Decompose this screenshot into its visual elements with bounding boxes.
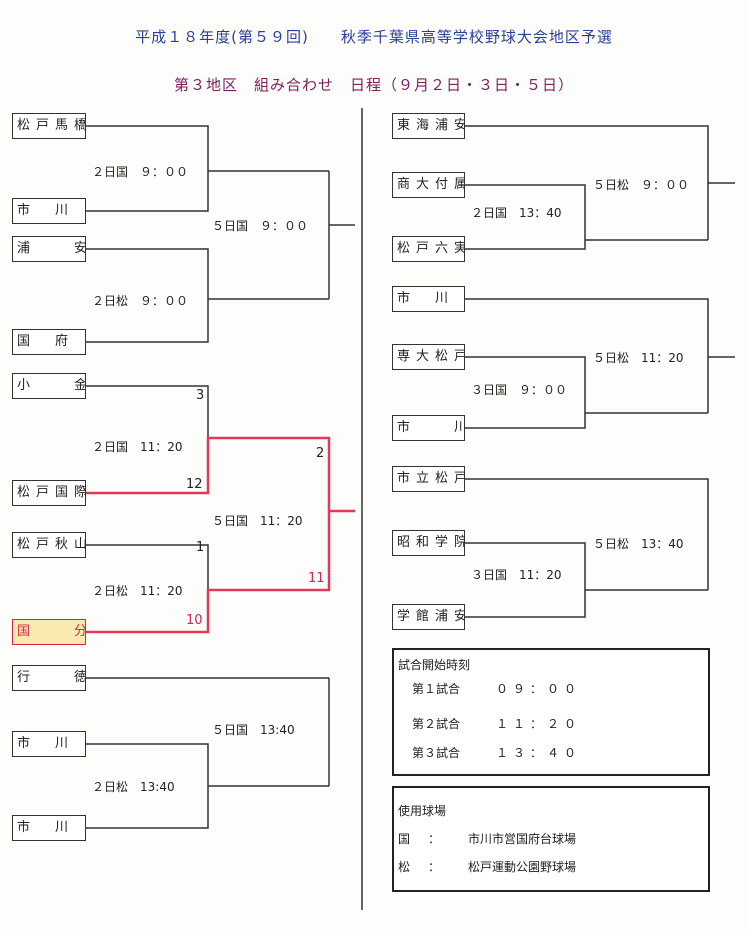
match-label: ３日国 ９：００ xyxy=(471,383,568,397)
team-ichikawa-nishi: 市 川 西 xyxy=(12,815,86,841)
team-ichikawa-higashi: 市 川 東 xyxy=(392,286,465,312)
schedule-row-label: 第１試合 xyxy=(412,682,461,696)
team-matsudo-kokusai: 松戸国際 xyxy=(12,480,86,506)
team-sendai-matsudo: 専大松戸 xyxy=(392,344,465,370)
venue-name: 松戸運動公園野球場 xyxy=(468,860,577,874)
match-label: ５日国 ９：００ xyxy=(212,219,309,233)
team-konodai: 国 府 台 xyxy=(12,329,86,355)
right-bracket-lines xyxy=(465,125,735,618)
venue-separator: ： xyxy=(428,860,441,874)
schedule-title: 試合開始時刻 xyxy=(398,658,471,672)
team-ichikawa: 市 川 xyxy=(392,415,465,441)
match-label: ５日松 13：40 xyxy=(593,537,684,551)
document-title: 平成１８年度(第５９回) 秋季千葉県高等学校野球大会地区予選 xyxy=(135,28,613,46)
schedule-row-label: 第３試合 xyxy=(412,746,461,760)
team-tokai-urayasu: 東海浦安 xyxy=(392,113,465,139)
team-gakkan-urayasu: 学館浦安 xyxy=(392,604,465,630)
schedule-box: 試合開始時刻 第１試合 ０９：００ 第２試合 １１：２０ 第３試合 １３：４０ xyxy=(392,648,710,776)
match-label: ２日国 11：20 xyxy=(92,440,183,454)
team-shiritsu-matsudo: 市立松戸 xyxy=(392,466,465,492)
match-label: ５日松 ９：００ xyxy=(593,178,690,192)
schedule-row-time: ０９：００ xyxy=(496,682,582,696)
team-matsudo-mutsumi: 松戸六実 xyxy=(392,236,465,262)
venue-name: 市川市営国府台球場 xyxy=(468,832,577,846)
schedule-row-time: １１：２０ xyxy=(496,717,582,731)
left-bracket-lines xyxy=(86,125,355,829)
winner-path-lines xyxy=(86,436,355,634)
match-label: ５日国 11：20 xyxy=(212,514,303,528)
venue-separator: ： xyxy=(428,832,441,846)
team-urayasu: 浦 安 xyxy=(12,236,86,262)
team-kokubun: 国 分 xyxy=(12,619,86,645)
venue-box: 使用球場 国 ： 市川市営国府台球場 松 ： 松戸運動公園野球場 xyxy=(392,786,710,892)
venue-code: 松 xyxy=(398,860,411,874)
score-matsudo-kokusai-semifinal: 2 xyxy=(316,446,325,461)
team-shodai-fuzoku: 商大付属 xyxy=(392,172,465,198)
match-label: ２日国 ９：００ xyxy=(92,165,189,179)
score-matsudo-kokusai: 12 xyxy=(186,477,203,492)
team-matsudo-mabashi: 松戸馬橋 xyxy=(12,113,86,139)
match-label: ３日国 11：20 xyxy=(471,568,562,582)
team-matsudo-akiyama: 松戸秋山 xyxy=(12,532,86,558)
match-label: ５日松 11：20 xyxy=(593,351,684,365)
team-ichikawa-minami: 市 川 南 xyxy=(12,731,86,757)
match-label: ５日国 13:40 xyxy=(212,723,295,737)
venue-code: 国 xyxy=(398,832,411,846)
score-kokubun-semifinal: 11 xyxy=(308,571,325,586)
document-subtitle: 第３地区 組み合わせ 日程（９月２日・３日・５日） xyxy=(173,76,574,94)
team-gyotoku: 行 徳 xyxy=(12,665,86,691)
team-ichikawa-ko: 市 川 工 xyxy=(12,198,86,224)
schedule-row-label: 第２試合 xyxy=(412,717,461,731)
match-label: ２日松 ９：００ xyxy=(92,294,189,308)
match-label: ２日松 13:40 xyxy=(92,780,175,794)
team-showa-gakuin: 昭和学院 xyxy=(392,530,465,556)
schedule-row-time: １３：４０ xyxy=(496,746,582,760)
venue-title: 使用球場 xyxy=(398,804,447,818)
score-matsudo-akiyama: 1 xyxy=(196,540,205,555)
score-kogane: 3 xyxy=(196,388,205,403)
match-label: ２日松 11：20 xyxy=(92,584,183,598)
match-label: ２日国 13：40 xyxy=(471,206,562,220)
team-kogane: 小 金 xyxy=(12,373,86,399)
score-kokubun: 10 xyxy=(186,613,203,628)
